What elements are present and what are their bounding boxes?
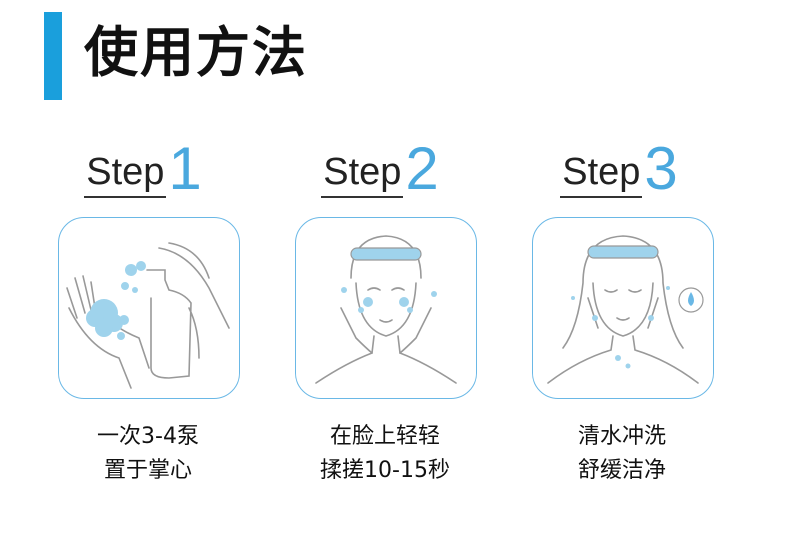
step-3-label: Step3 [524, 135, 714, 202]
step-1-caption: 一次3-4泵置于掌心 [53, 420, 243, 488]
step-word: Step [84, 150, 167, 198]
caption-line: 一次3-4泵 [97, 424, 199, 449]
caption-line: 置于掌心 [103, 458, 192, 483]
page-title: 使用方法 [84, 21, 308, 84]
caption-line: 在脸上轻轻 [329, 424, 440, 449]
step-3-caption: 清水冲洗舒缓洁净 [527, 420, 717, 488]
step-word: Step [560, 150, 643, 198]
step-2-caption: 在脸上轻轻揉搓10-15秒 [290, 420, 480, 488]
step-3-illustration [532, 217, 714, 399]
accent-bar [44, 12, 62, 100]
step-2-label: Step2 [285, 135, 475, 202]
step-number: 2 [405, 135, 439, 202]
caption-line: 揉搓10-15秒 [320, 458, 450, 483]
rinse-face-icon [547, 235, 704, 384]
caption-line: 清水冲洗 [577, 424, 666, 449]
step-1-label: Step1 [48, 135, 238, 202]
step-2-illustration [295, 217, 477, 399]
step-number: 3 [644, 135, 678, 202]
caption-line: 舒缓洁净 [577, 458, 666, 483]
step-1-illustration [58, 217, 240, 399]
pump-into-hands-icon [66, 242, 230, 389]
massage-face-icon [315, 235, 457, 384]
step-word: Step [321, 150, 404, 198]
step-number: 1 [168, 135, 202, 202]
